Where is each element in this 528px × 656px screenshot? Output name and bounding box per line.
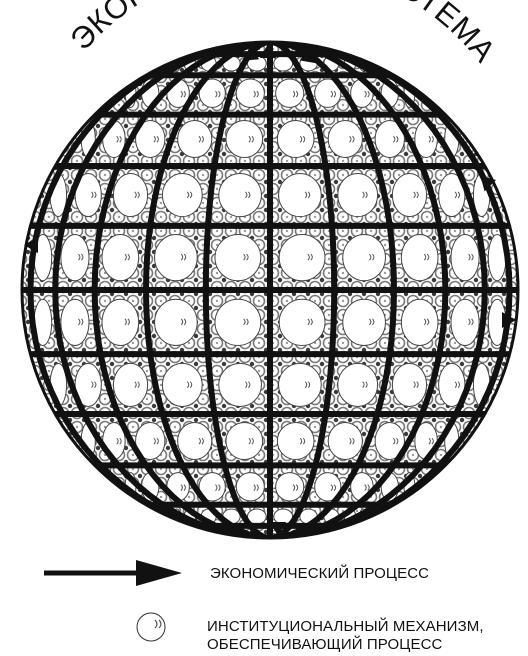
institution-circle: [236, 473, 264, 501]
legend-mechanism-label-line2: ОБЕСПЕЧИВАЮЩИЙ ПРОЦЕСС: [207, 636, 442, 653]
institution-circle: [451, 299, 479, 345]
institution-circle: [343, 235, 386, 281]
institution-circle: [401, 235, 438, 281]
sphere-grid: [22, 42, 518, 538]
legend: [44, 560, 182, 641]
institution-circle: [215, 235, 261, 281]
institution-circle: [279, 299, 325, 345]
institution-circle: [276, 79, 304, 107]
institution-circle: [102, 299, 139, 345]
institution-circle: [215, 299, 261, 345]
institution-circle: [178, 422, 212, 459]
sphere: [22, 42, 518, 538]
institution-circle: [279, 235, 325, 281]
institution-circle: [328, 422, 362, 459]
institution-circle: [392, 363, 426, 406]
institution-circle: [219, 363, 262, 406]
institution-circle: [277, 422, 314, 459]
institution-circle: [113, 363, 147, 406]
institution-circle: [338, 174, 378, 217]
institution-circle: [162, 174, 202, 217]
institution-circle: [178, 121, 212, 158]
institution-circle: [155, 235, 198, 281]
circle-quote-icon: [137, 613, 165, 641]
arrow-right-icon: [44, 560, 182, 586]
institution-circle: [277, 121, 314, 158]
institution-circle: [279, 174, 322, 217]
institution-circle: [226, 422, 263, 459]
institution-circle: [102, 235, 139, 281]
institution-circle: [155, 299, 198, 345]
institution-circle: [451, 235, 479, 281]
institution-circle: [113, 174, 147, 217]
institution-circle: [276, 473, 304, 501]
institution-circle: [61, 299, 89, 345]
institution-circle: [392, 174, 426, 217]
institution-circle: [343, 299, 386, 345]
institution-circle: [279, 363, 322, 406]
institution-circle: [328, 121, 362, 158]
legend-process-label: ЭКОНОМИЧЕСКИЙ ПРОЦЕСС: [210, 565, 429, 582]
institution-circle: [162, 363, 202, 406]
institution-circle: [219, 174, 262, 217]
institution-circle: [401, 299, 438, 345]
institution-circle: [226, 121, 263, 158]
institution-circle: [61, 235, 89, 281]
institution-circle: [338, 363, 378, 406]
legend-mechanism-label-line1: ИНСТИТУЦИОНАЛЬНЫЙ МЕХАНИЗМ,: [207, 618, 484, 635]
institution-circle: [236, 79, 264, 107]
